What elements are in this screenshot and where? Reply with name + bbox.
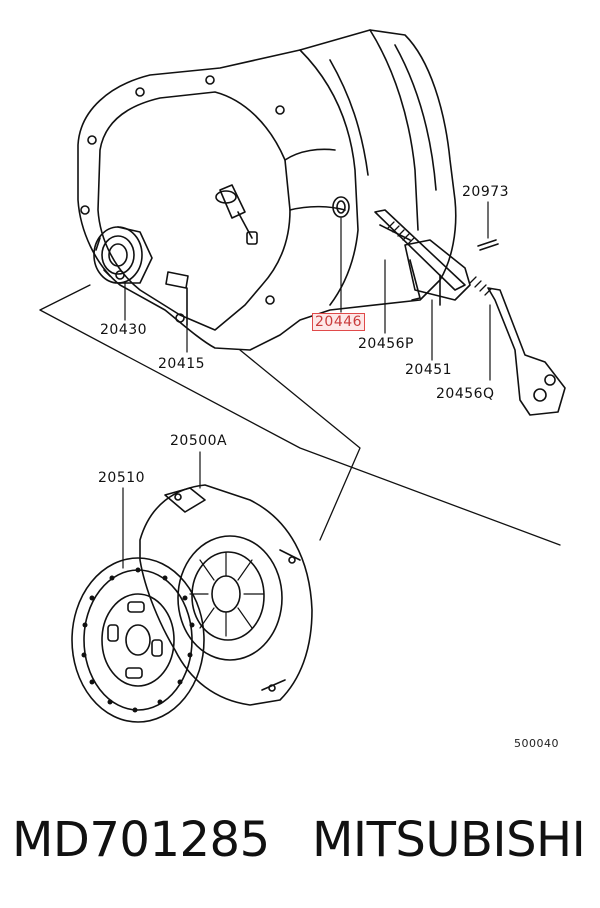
clutch-pressure-plate bbox=[139, 484, 313, 706]
retaining-clip bbox=[165, 271, 189, 326]
part-number: MD701285 bbox=[12, 812, 270, 868]
leader-lines bbox=[122, 201, 491, 569]
label-20415: 20415 bbox=[158, 356, 206, 372]
release-fork-assembly bbox=[374, 209, 566, 416]
label-20451: 20451 bbox=[405, 362, 453, 378]
label-20973: 20973 bbox=[462, 184, 510, 200]
spring-pin bbox=[477, 239, 499, 251]
clutch-exploded-diagram bbox=[39, 29, 566, 723]
clutch-disc bbox=[71, 557, 205, 723]
label-20456P: 20456P bbox=[358, 336, 414, 352]
label-20510: 20510 bbox=[98, 470, 146, 486]
release-bearing bbox=[93, 226, 153, 284]
label-20500A: 20500A bbox=[170, 433, 228, 449]
exploded-view-guides bbox=[39, 284, 561, 546]
figure-code: 500040 bbox=[514, 737, 559, 750]
label-20430: 20430 bbox=[100, 322, 148, 338]
label-20456Q: 20456Q bbox=[436, 386, 495, 402]
footer: MD701285 MITSUBISHI bbox=[0, 800, 600, 880]
transmission-housing bbox=[77, 29, 457, 351]
brand-name: MITSUBISHI bbox=[312, 812, 586, 868]
label-20446-highlighted[interactable]: 20446 bbox=[311, 313, 366, 331]
